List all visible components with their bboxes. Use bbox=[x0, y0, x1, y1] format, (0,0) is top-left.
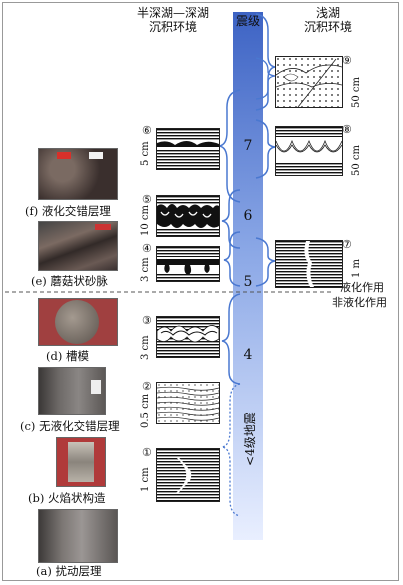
sketch-3-number: ③ bbox=[142, 314, 152, 327]
sketch-7-number: ⑦ bbox=[342, 238, 352, 251]
header-left-line2: 沉积环境 bbox=[148, 20, 197, 34]
caption-d: (d) 槽模 bbox=[46, 349, 89, 363]
liquefaction-label: 液化作用 bbox=[340, 281, 384, 294]
sketch-2-scale: 0.5 cm bbox=[140, 393, 151, 428]
sketch-9-scale: 50 cm bbox=[351, 77, 362, 108]
bar-title: 震级 bbox=[235, 14, 260, 28]
sketch-5 bbox=[156, 195, 220, 237]
header-right: 浅湖 沉积环境 bbox=[283, 6, 373, 34]
sketch-6-scale: 5 cm bbox=[140, 141, 151, 166]
sketch-9 bbox=[275, 56, 343, 108]
figure-frame bbox=[2, 2, 399, 581]
level-5: 5 bbox=[243, 274, 253, 290]
header-left-line1: 半深湖—深湖 bbox=[136, 6, 209, 20]
sketch-5-number: ⑤ bbox=[142, 193, 152, 206]
level-4: 4 bbox=[243, 347, 253, 363]
photo-f-label-tag2 bbox=[89, 152, 103, 159]
sketch-8-scale: 50 cm bbox=[351, 145, 362, 176]
header-right-line2: 沉积环境 bbox=[303, 20, 352, 34]
level-6: 6 bbox=[243, 208, 253, 224]
level-7: 7 bbox=[243, 138, 253, 154]
sketch-6 bbox=[156, 128, 220, 170]
caption-e: (e) 蘑菇状砂脉 bbox=[31, 274, 108, 288]
sketch-1-number: ① bbox=[142, 446, 152, 459]
photo-e-label-tag bbox=[95, 224, 111, 230]
magnitude-bar bbox=[233, 12, 263, 540]
sketch-2 bbox=[156, 382, 220, 424]
bracket-left-4 bbox=[221, 293, 241, 385]
photo-c-label-tag bbox=[91, 380, 101, 394]
sketch-1-scale: 1 cm bbox=[140, 467, 151, 492]
photo-d bbox=[38, 298, 118, 346]
sketch-1 bbox=[156, 448, 220, 502]
photo-b bbox=[56, 437, 106, 487]
bracket-left-5 bbox=[223, 231, 241, 287]
sketch-6-number: ⑥ bbox=[142, 124, 152, 137]
low-magnitude-label: <4级地震 bbox=[243, 412, 257, 466]
sketch-3 bbox=[156, 316, 220, 358]
sketch-8-number: ⑧ bbox=[342, 123, 352, 136]
caption-f: (f) 液化交错层理 bbox=[25, 204, 111, 218]
non-liquefaction-label: 非液化作用 bbox=[332, 296, 387, 309]
sketch-5-scale: 10 cm bbox=[140, 205, 151, 236]
header-right-line1: 浅湖 bbox=[315, 6, 340, 20]
sketch-2-number: ② bbox=[142, 380, 152, 393]
photo-b-core bbox=[68, 442, 94, 482]
photo-f-label-tag bbox=[57, 152, 71, 159]
photo-d-core bbox=[55, 300, 99, 344]
caption-c: (c) 无液化交错层理 bbox=[20, 419, 120, 433]
sketch-7 bbox=[275, 240, 343, 288]
photo-c bbox=[38, 367, 106, 415]
header-left: 半深湖—深湖 沉积环境 bbox=[118, 6, 228, 34]
sketch-4 bbox=[156, 246, 220, 282]
sketch-4-number: ④ bbox=[142, 242, 152, 255]
sketch-7-scale: 1 m bbox=[351, 258, 362, 278]
caption-b: (b) 火焰状构造 bbox=[28, 491, 106, 505]
sketch-3-scale: 3 cm bbox=[140, 335, 151, 360]
photo-f bbox=[38, 148, 118, 200]
sketch-9-number: ⑨ bbox=[342, 54, 352, 67]
photo-a bbox=[38, 509, 118, 563]
sketch-4-scale: 3 cm bbox=[140, 257, 151, 282]
photo-e bbox=[38, 221, 118, 271]
sketch-8 bbox=[275, 126, 343, 176]
caption-a: (a) 扰动层理 bbox=[36, 564, 102, 578]
bracket-left-low bbox=[221, 383, 241, 517]
